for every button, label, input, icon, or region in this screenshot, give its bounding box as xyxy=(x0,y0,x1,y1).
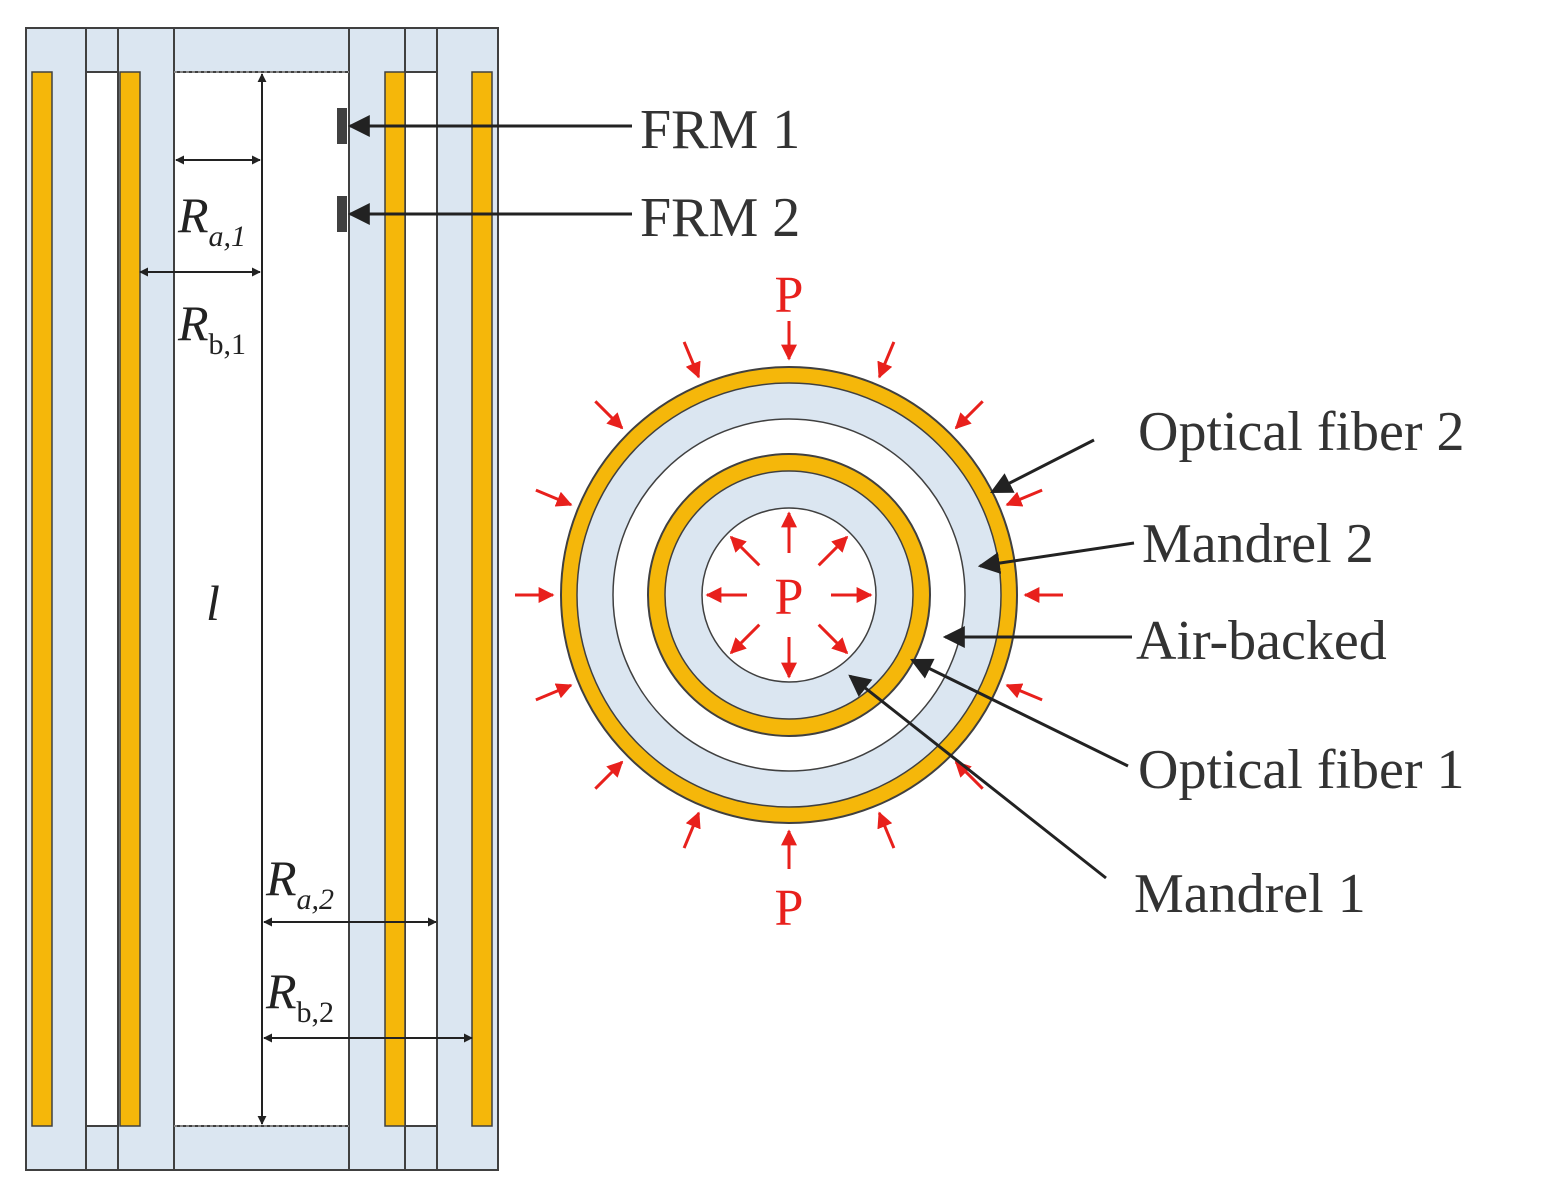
frm2-label: FRM 2 xyxy=(640,187,800,249)
frm1-label: FRM 1 xyxy=(640,99,800,161)
pressure-arrow-icon xyxy=(1005,488,1043,507)
pressure-arrow-icon xyxy=(535,683,573,702)
pressure-arrow-icon xyxy=(817,623,849,655)
mandrel-1-label: Mandrel 1 xyxy=(1134,863,1366,925)
pressure-arrow-icon xyxy=(877,811,896,849)
frm1-marker xyxy=(337,108,347,144)
pressure-arrow-icon xyxy=(594,760,624,790)
pressure-arrow-icon xyxy=(1005,683,1043,702)
optical-fiber-1-label: Optical fiber 1 xyxy=(1138,739,1465,801)
rb1-label: Rb,1 xyxy=(177,295,246,361)
optical-fiber-1-leader-arrow xyxy=(910,658,1129,768)
inner-pressure-arrows xyxy=(705,511,873,679)
pressure-arrow-icon xyxy=(594,400,624,430)
frm2-marker xyxy=(337,196,347,232)
pressure-arrow-icon xyxy=(954,400,984,430)
pressure-arrow-icon xyxy=(954,760,984,790)
longitudinal-section: l Ra,1 Rb,1 Ra,2 Rb,2 FRM 1 FRM 2 xyxy=(25,27,800,1171)
fiber-layer-outer-right xyxy=(471,71,493,1127)
fiber-layer-inner-left xyxy=(119,71,141,1127)
pressure-arrow-icon xyxy=(877,341,896,379)
mandrel-2-label: Mandrel 2 xyxy=(1142,513,1374,575)
pressure-label-top: P xyxy=(775,267,804,324)
mandrel-2-leader-arrow xyxy=(977,541,1135,574)
top-end-cap xyxy=(25,27,499,73)
pressure-label-center: P xyxy=(775,569,804,626)
air-backed-label: Air-backed xyxy=(1136,610,1387,672)
length-label: l xyxy=(206,575,220,631)
bottom-end-cap xyxy=(25,1125,499,1171)
pressure-arrow-icon xyxy=(729,623,761,655)
transverse-section: P P P Optical fiber 2 Mandrel 2 Air-back… xyxy=(515,267,1465,937)
pressure-arrow-icon xyxy=(817,535,849,567)
fiber-layer-outer-left xyxy=(31,71,53,1127)
air-gap-left xyxy=(85,71,119,1127)
air-gap-right xyxy=(404,71,438,1127)
optical-fiber-2-label: Optical fiber 2 xyxy=(1138,401,1465,463)
outer-pressure-arrows xyxy=(515,321,1063,869)
pressure-arrow-icon xyxy=(682,811,701,849)
rb2-label: Rb,2 xyxy=(265,963,334,1029)
ra2-label: Ra,2 xyxy=(265,850,334,916)
fiber-layer-inner-right xyxy=(384,71,406,1127)
optical-fiber-2-leader-arrow xyxy=(990,438,1095,494)
pressure-label-bottom: P xyxy=(775,880,804,937)
mandrel-1-leader-arrow xyxy=(848,674,1107,880)
ra1-label: Ra,1 xyxy=(177,187,246,253)
pressure-arrow-icon xyxy=(535,488,573,507)
pressure-arrow-icon xyxy=(729,535,761,567)
pressure-arrow-icon xyxy=(682,341,701,379)
